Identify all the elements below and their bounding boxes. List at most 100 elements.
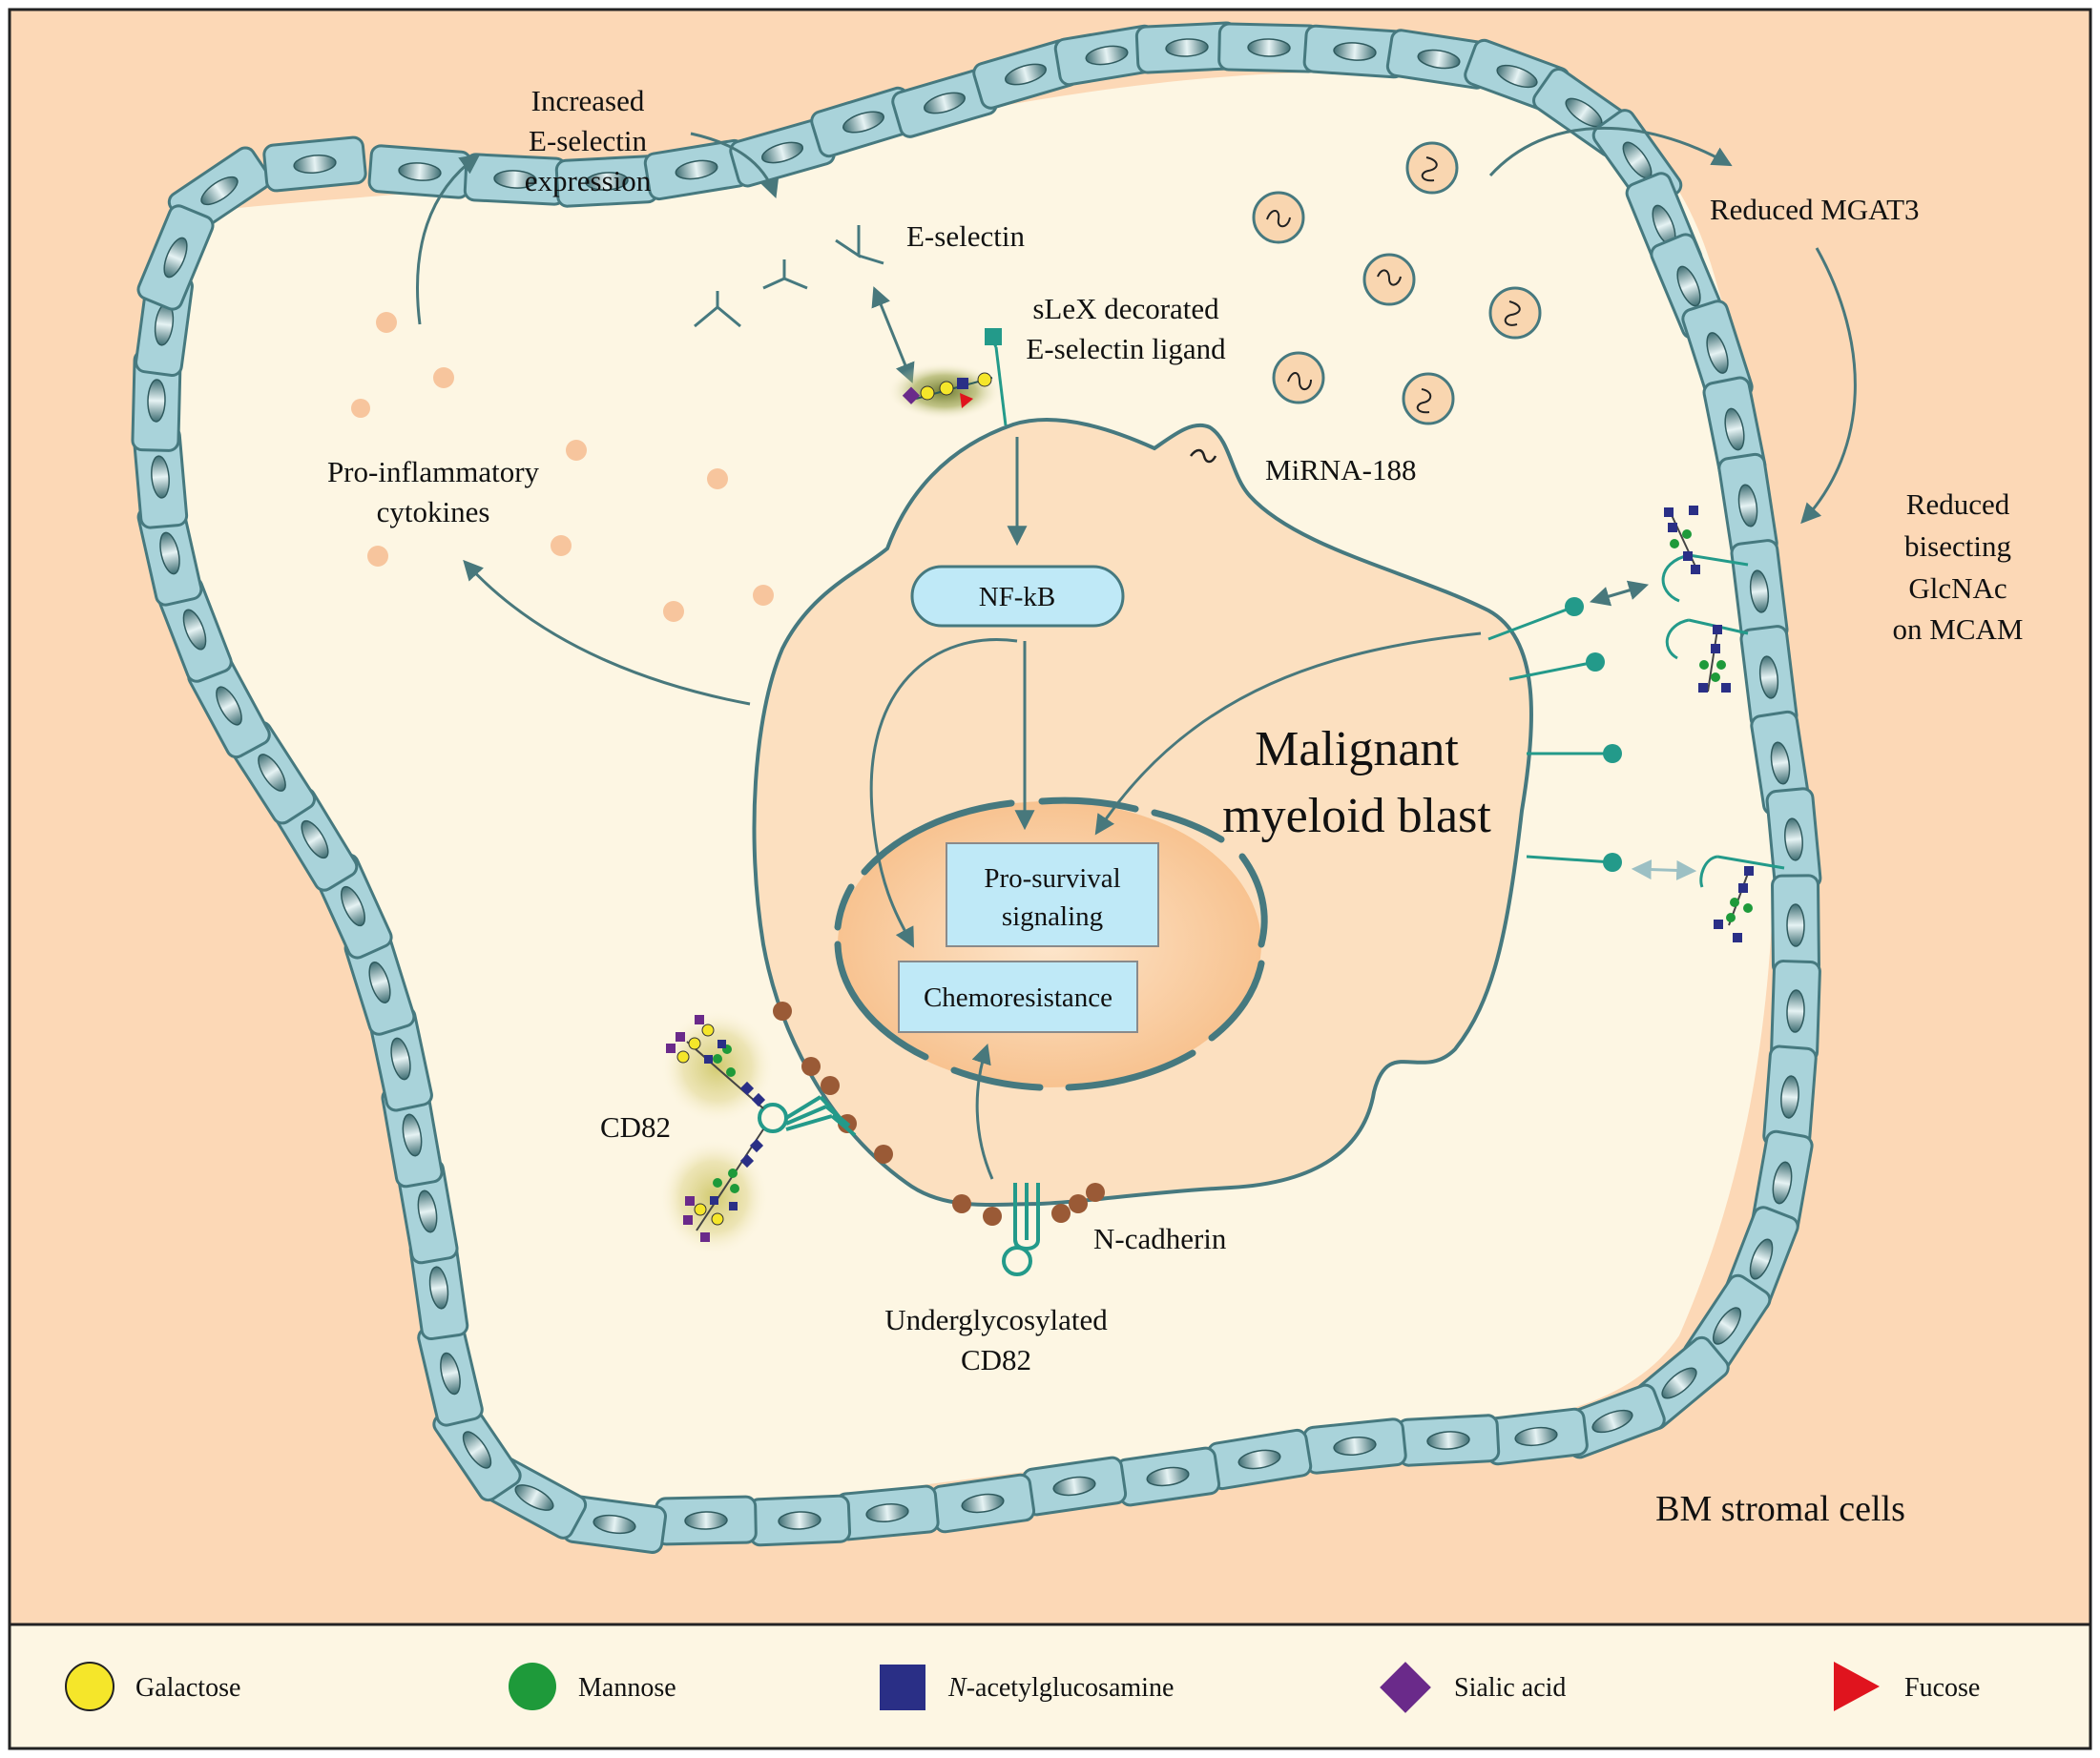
underglycosylated-label-line1: Underglycosylated: [884, 1303, 1108, 1336]
stromal-cell: [1053, 24, 1160, 87]
mirna-vesicles: [1252, 141, 1542, 425]
stromal-cell-nucleus: [1333, 42, 1377, 61]
reduced-bisecting-line1: Reduced: [1906, 487, 2010, 521]
membrane-dot: [1086, 1183, 1105, 1202]
stromal-cell-nucleus: [163, 237, 188, 279]
pro-survival-label-line2: signaling: [1002, 901, 1103, 932]
increased-e-selectin-line2: E-selectin: [529, 124, 647, 157]
stromal-cell: [1217, 22, 1320, 73]
stromal-cell-nucleus: [1784, 817, 1803, 861]
cytokine-to-selectin-arrow: [416, 154, 481, 325]
signaling-arrows: [416, 127, 1857, 1180]
e-selectin-receptor: [835, 225, 884, 265]
mirna-vesicle: [1402, 372, 1455, 425]
chemoresistance-box: [898, 961, 1138, 1033]
membrane-dot: [773, 1002, 792, 1021]
membrane-dot: [952, 1194, 971, 1213]
mcam-to-survival-arrow: [1094, 631, 1482, 836]
legend: Galactose Mannose N-acetylglucosamine Si…: [65, 1662, 1980, 1713]
stromal-cell-nucleus: [1514, 1426, 1558, 1447]
selectin-expression-arrow: [690, 132, 780, 198]
cytokine-dot: [351, 399, 370, 418]
increased-e-selectin-line1: Increased: [531, 84, 645, 117]
stromal-cell-nucleus: [1724, 407, 1745, 451]
stromal-cell-nucleus: [1770, 741, 1791, 785]
pro-inflammatory-label-line2: cytokines: [377, 495, 490, 528]
mirna-uptake-icon: [1190, 448, 1217, 464]
stromal-cell-nucleus: [301, 819, 329, 859]
membrane-dot: [821, 1076, 840, 1095]
stromal-cell-nucleus: [1786, 903, 1805, 947]
selectin-binding-arrow: [871, 286, 915, 383]
mirna-vesicle: [1272, 351, 1325, 404]
stromal-cell-nucleus: [1712, 1307, 1742, 1345]
stromal-cell-nucleus: [493, 170, 537, 189]
stromal-cell-nucleus: [585, 172, 629, 191]
stromal-cell-nucleus: [1758, 655, 1779, 699]
stromal-cell-nucleus: [1772, 1161, 1793, 1205]
galactose-icon: [65, 1662, 114, 1711]
legend-glcnac-label: N-acetylglucosamine: [947, 1673, 1174, 1703]
stromal-cell: [432, 1397, 522, 1502]
stromal-cell-nucleus: [182, 609, 207, 651]
stromal-cell-nucleus: [1004, 63, 1048, 86]
mirna-vesicle: [1362, 253, 1416, 306]
cd82-label: CD82: [600, 1110, 671, 1144]
legend-galactose-label: Galactose: [135, 1673, 240, 1703]
stromal-cell-nucleus: [1052, 1476, 1096, 1497]
mirna-vesicle: [1405, 141, 1459, 195]
stromal-cell-nucleus: [923, 92, 967, 114]
stromal-cell-nucleus: [216, 686, 242, 726]
cytokine-dot: [376, 312, 397, 333]
cytokine-dot: [433, 367, 454, 388]
chemoresistance-label: Chemoresistance: [924, 982, 1112, 1013]
n-cadherin-label: N-cadherin: [1093, 1222, 1227, 1255]
legend-glcnac: N-acetylglucosamine: [880, 1665, 1174, 1710]
membrane-dot: [874, 1145, 893, 1164]
cd82-glycosylated: [658, 1009, 857, 1256]
stromal-cell-nucleus: [1786, 989, 1805, 1033]
stromal-cell-nucleus: [258, 754, 286, 792]
slex-label-line1: sLeX decorated: [1032, 292, 1219, 325]
stromal-cell: [891, 68, 998, 138]
e-selectin-receptor: [694, 291, 741, 328]
stromal-cell: [1396, 1414, 1501, 1467]
stromal-cell: [1302, 1417, 1407, 1475]
legend-mannose: Mannose: [509, 1663, 676, 1710]
stromal-cell-nucleus: [1333, 1437, 1377, 1456]
legend-mannose-label: Mannose: [578, 1673, 676, 1703]
stromal-cell: [835, 1484, 940, 1541]
slex-ligand: [887, 328, 1008, 426]
stromal-cell-nucleus: [1417, 49, 1461, 70]
e-selectin-receptors: [694, 225, 884, 328]
stromal-cell-nucleus: [1237, 1449, 1281, 1470]
stromal-cell: [367, 144, 472, 199]
stromal-cell: [132, 424, 189, 529]
stromal-cell-nucleus: [1085, 45, 1129, 66]
stromal-cell-nucleus: [440, 1352, 461, 1396]
stromal-cell-nucleus: [428, 1266, 449, 1310]
e-selectin-label: E-selectin: [906, 219, 1025, 253]
cytokine-dot: [551, 535, 572, 556]
stromal-cell: [929, 1473, 1036, 1534]
stromal-cell-nucleus: [1780, 1075, 1799, 1119]
stromal-cell-nucleus: [293, 155, 337, 174]
stromal-cell: [747, 1494, 852, 1547]
underglycosylated-label-line2: CD82: [961, 1343, 1031, 1376]
mannose-icon: [509, 1663, 556, 1710]
reduced-bisecting-line3: GlcNAc: [1908, 571, 2006, 605]
stromal-cell-nucleus: [368, 962, 391, 1003]
stromal-cell-nucleus: [151, 455, 170, 499]
stromal-cell-nucleus: [1247, 38, 1291, 57]
stromal-cell-lining: [131, 21, 1822, 1554]
stromal-cell-nucleus: [1737, 484, 1758, 527]
stromal-cell-nucleus: [684, 1511, 728, 1530]
stromal-cell: [463, 153, 568, 206]
legend-glcnac-italic: N: [947, 1673, 967, 1703]
membrane-dot: [801, 1057, 821, 1076]
stromal-cell-nucleus: [1676, 265, 1701, 307]
stromal-cell: [262, 135, 367, 193]
bm-stromal-label: BM stromal cells: [1655, 1489, 1905, 1529]
stromal-cell-nucleus: [1146, 1466, 1190, 1487]
